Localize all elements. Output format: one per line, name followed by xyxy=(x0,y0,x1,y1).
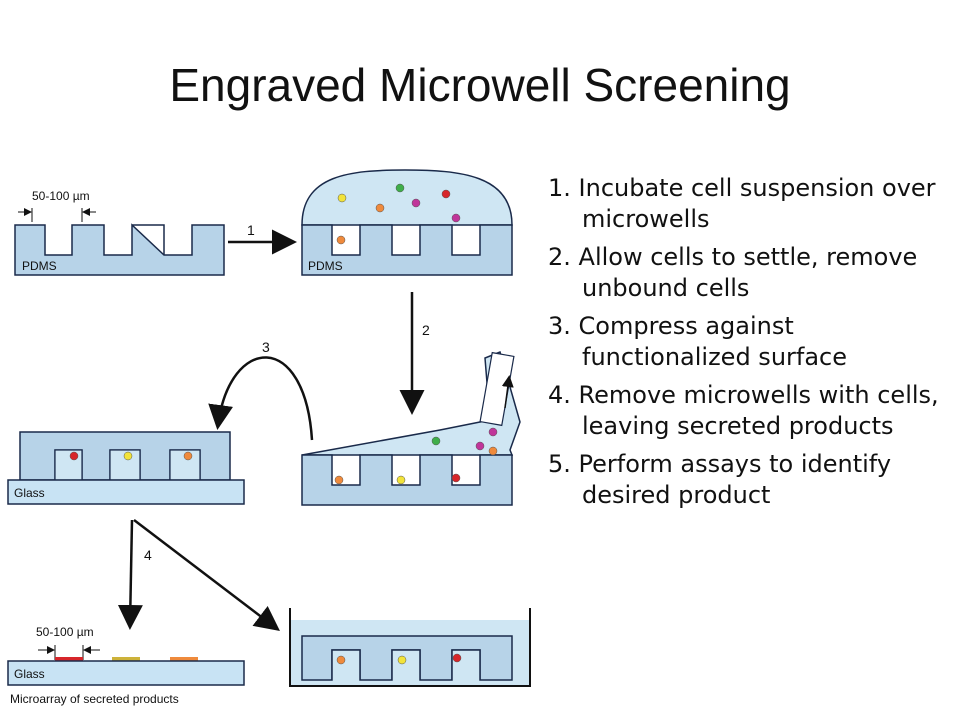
cell xyxy=(123,451,133,461)
glass-label-1: Glass xyxy=(14,486,45,500)
pdms-label-2: PDMS xyxy=(308,259,343,273)
cell xyxy=(334,475,344,485)
size-label-top: 50-100 µm xyxy=(32,189,90,203)
arrow-1-label: 1 xyxy=(247,222,255,238)
cell xyxy=(475,441,485,451)
slide-title: Engraved Microwell Screening xyxy=(169,59,791,111)
step-4: 4. Remove microwells with cells, leaving… xyxy=(548,381,939,440)
cell xyxy=(336,235,346,245)
arrow-4-diagonal xyxy=(133,519,280,632)
step-5: 5. Perform assays to identify desired pr… xyxy=(548,450,892,509)
step-2: 2. Allow cells to settle, remove unbound… xyxy=(548,243,918,302)
panel-microarray: 50-100 µm Glass Microarray of secreted p… xyxy=(7,625,245,706)
panel-settled-cells xyxy=(301,350,521,506)
panel-compressed-on-glass: Glass xyxy=(7,431,245,505)
cell xyxy=(488,446,498,456)
size-label-bottom: 50-100 µm xyxy=(36,625,94,639)
panel-empty-microwells: 50-100 µm PDMS xyxy=(14,189,225,276)
cell xyxy=(183,451,193,461)
step-1: 1. Incubate cell suspension over microwe… xyxy=(548,174,936,233)
cell xyxy=(395,183,405,193)
cell xyxy=(488,427,498,437)
arrow-3-label: 3 xyxy=(262,339,270,355)
panel-microwells-in-bath xyxy=(289,608,531,687)
pdms-label-1: PDMS xyxy=(22,259,57,273)
cell xyxy=(451,213,461,223)
microwell-diagram: 50-100 µm PDMS 1 PDMS 2 3 xyxy=(7,169,531,706)
cell xyxy=(452,653,462,663)
arrow-4-down xyxy=(117,519,143,630)
cell xyxy=(396,475,406,485)
cell xyxy=(337,193,347,203)
cell xyxy=(441,189,451,199)
cell xyxy=(69,451,79,461)
cell xyxy=(375,203,385,213)
step-list: 1. Incubate cell suspension over microwe… xyxy=(548,173,948,518)
cell xyxy=(411,198,421,208)
cell xyxy=(397,655,407,665)
arrow-2-label: 2 xyxy=(422,322,430,338)
panel-cell-suspension: PDMS xyxy=(301,169,513,276)
cell xyxy=(336,655,346,665)
arrow-3 xyxy=(208,356,314,441)
cell xyxy=(431,436,441,446)
cell xyxy=(451,473,461,483)
step-3: 3. Compress against functionalized surfa… xyxy=(548,312,848,371)
microarray-caption: Microarray of secreted products xyxy=(10,692,179,706)
arrow-4-label: 4 xyxy=(144,547,152,563)
glass-label-2: Glass xyxy=(14,667,45,681)
